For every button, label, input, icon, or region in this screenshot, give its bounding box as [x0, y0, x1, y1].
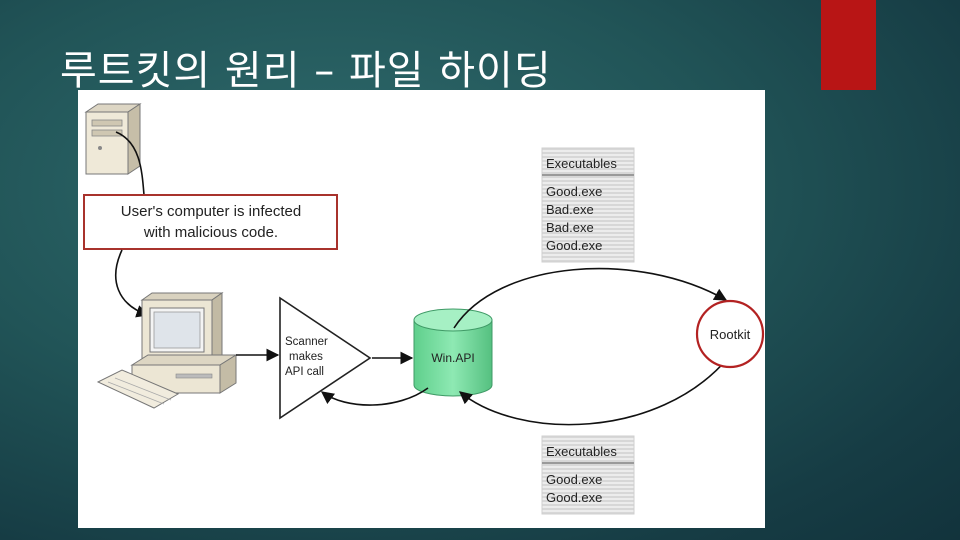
scanner-text-line2: makes — [289, 351, 323, 363]
infected-message-box — [83, 194, 338, 250]
slide-title: 루트킷의 원리 – 파일 하이딩 — [60, 48, 552, 94]
executables-bottom-item-1: Good.exe — [546, 472, 602, 487]
rootkit-label: Rootkit — [710, 327, 751, 342]
winapi-to-rootkit-arrow — [453, 267, 728, 329]
winapi-to-scanner-arrow — [320, 387, 429, 406]
server-to-box-arrow — [115, 131, 145, 196]
executables-list-top: Executables Good.exe Bad.exe Bad.exe Goo… — [541, 147, 635, 263]
scanner-triangle — [279, 296, 372, 420]
winapi-label: Win.API — [431, 351, 474, 365]
executables-top-item-3: Bad.exe — [546, 220, 594, 235]
server-icon — [84, 103, 142, 175]
rootkit-circle — [695, 299, 765, 369]
winapi-cylinder — [413, 308, 493, 397]
scanner-text-line3: API call — [285, 366, 324, 378]
scanner-text-line1: Scanner — [285, 336, 328, 348]
executables-top-header: Executables — [546, 156, 617, 171]
executables-bottom-item-2: Good.exe — [546, 490, 602, 505]
executables-top-item-2: Bad.exe — [546, 202, 594, 217]
rootkit-to-winapi-arrow — [459, 357, 729, 426]
executables-bottom-header: Executables — [546, 444, 617, 459]
desktop-computer-icon — [96, 292, 238, 409]
box-to-computer-arrow — [114, 249, 150, 318]
infected-text-line1: User's computer is infected — [121, 203, 301, 220]
diagram-svg: User's computer is infected with malicio… — [83, 103, 765, 515]
accent-bar — [821, 0, 876, 90]
executables-list-bottom: Executables Good.exe Good.exe — [541, 435, 635, 515]
executables-top-item-1: Good.exe — [546, 184, 602, 199]
executables-top-item-4: Good.exe — [546, 238, 602, 253]
diagram-canvas: User's computer is infected with malicio… — [78, 90, 765, 528]
infected-text-line2: with malicious code. — [143, 224, 278, 241]
